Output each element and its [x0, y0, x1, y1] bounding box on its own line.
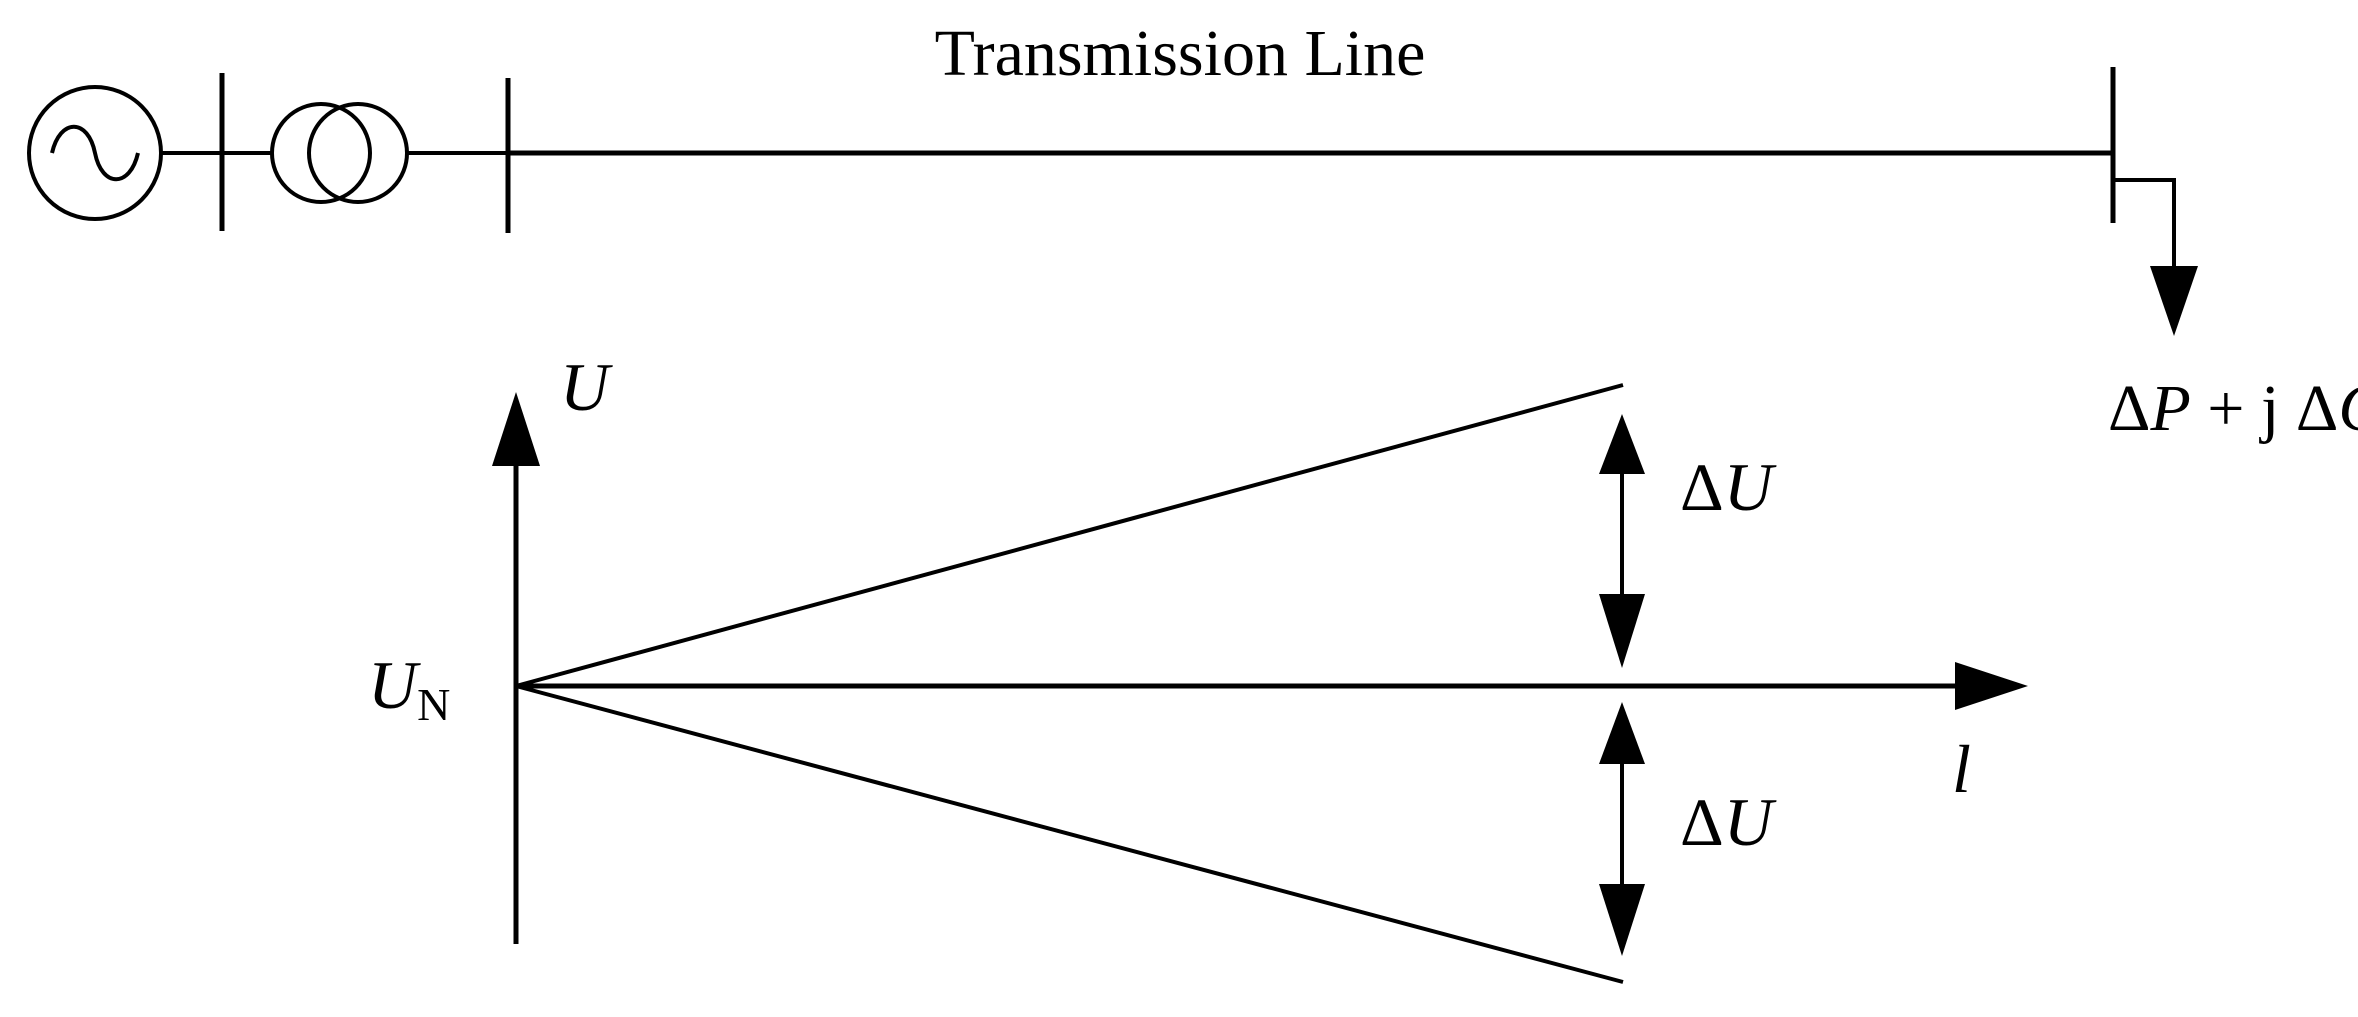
voltage-drop-line — [515, 684, 1624, 984]
load-arrow-icon — [2113, 178, 2198, 336]
u-axis-arrowhead — [492, 392, 540, 466]
upper-delta-symbol: Δ — [1680, 449, 1724, 525]
load-q: Q — [2338, 372, 2358, 445]
upper-delta-u-label: ΔU — [1680, 449, 1777, 525]
load-p: P — [2149, 372, 2190, 445]
load-label: ΔP + j ΔQ — [2108, 372, 2358, 445]
line-title: Transmission Line — [935, 17, 1426, 90]
generator-icon — [27, 85, 163, 221]
load-delta-p: Δ — [2108, 372, 2150, 445]
u-axis-label: U — [560, 349, 613, 425]
origin-label-main: U — [368, 647, 421, 723]
lower-delta-symbol: Δ — [1680, 784, 1724, 860]
origin-label-sub: N — [417, 679, 450, 730]
transformer-icon — [270, 102, 409, 204]
load-plus-j: + j — [2191, 372, 2296, 445]
l-axis-arrowhead — [1955, 662, 2028, 710]
upper-delta-u-arrow — [1599, 414, 1645, 668]
l-axis-label: l — [1952, 731, 1971, 807]
lower-u-symbol: U — [1724, 784, 1777, 860]
lower-delta-u-arrow — [1599, 702, 1645, 956]
voltage-rise-line — [515, 383, 1624, 688]
load-delta-q: Δ — [2296, 372, 2338, 445]
lower-delta-u-label: ΔU — [1680, 784, 1777, 860]
voltage-profile-plot: U l UN ΔU ΔU — [368, 349, 2028, 984]
origin-label: UN — [368, 647, 450, 730]
upper-u-symbol: U — [1724, 449, 1777, 525]
single-line-diagram: Transmission Line ΔP + j ΔQ — [27, 17, 2358, 445]
